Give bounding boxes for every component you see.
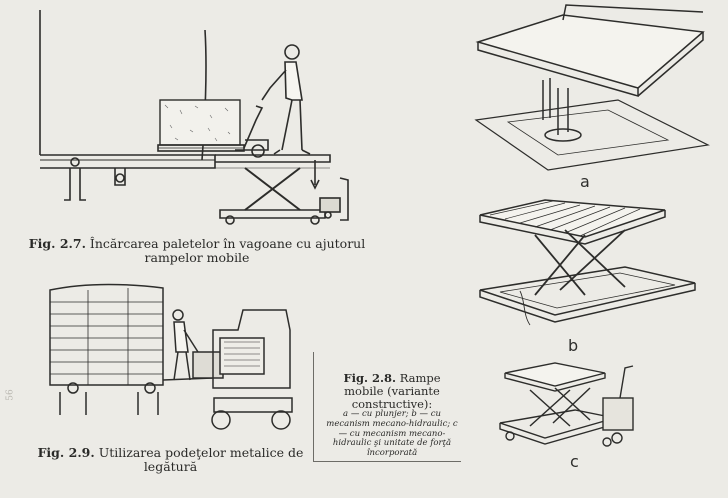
fig-2-8c-drawing xyxy=(499,362,634,447)
fig-2-9-caption: Fig. 2.9. Utilizarea podeţelor metalice … xyxy=(28,445,313,475)
fig-2-7-caption: Fig. 2.7. Încărcarea paletelor în vagoan… xyxy=(22,236,372,266)
fig-2-9-text: Utilizarea podeţelor metalice de legătur… xyxy=(98,445,304,475)
fig-2-7-drawing xyxy=(39,10,349,225)
fig-2-8c-label: c xyxy=(570,452,579,471)
fig-2-9-drawing xyxy=(49,283,293,430)
page-number: 56 xyxy=(5,389,16,401)
fig-2-8b-drawing xyxy=(479,199,696,326)
fig-2-8b-label: b xyxy=(568,336,579,355)
fig-2-8-legend-text: a — cu plunjer; b — cu mecanism mecano-h… xyxy=(326,409,458,459)
fig-2-8a-drawing xyxy=(474,4,710,171)
fig-2-8-legend: a — cu plunjer; b — cu mecanism mecano-h… xyxy=(324,409,460,459)
fig-2-8-number: Fig. 2.8. xyxy=(343,371,397,385)
fig-2-8-title-text: Rampe mobile (variante constructive): xyxy=(344,371,441,412)
fig-2-8-title: Fig. 2.8. Rampe mobile (variante constru… xyxy=(322,371,462,412)
fig-2-8-box xyxy=(313,352,461,462)
fig-2-7-number: Fig. 2.7. xyxy=(28,236,86,251)
fig-2-7-text: Încărcarea paletelor în vagoane cu ajuto… xyxy=(89,236,366,266)
fig-2-8a-label: a xyxy=(580,172,590,191)
fig-2-9-number: Fig. 2.9. xyxy=(37,445,95,460)
